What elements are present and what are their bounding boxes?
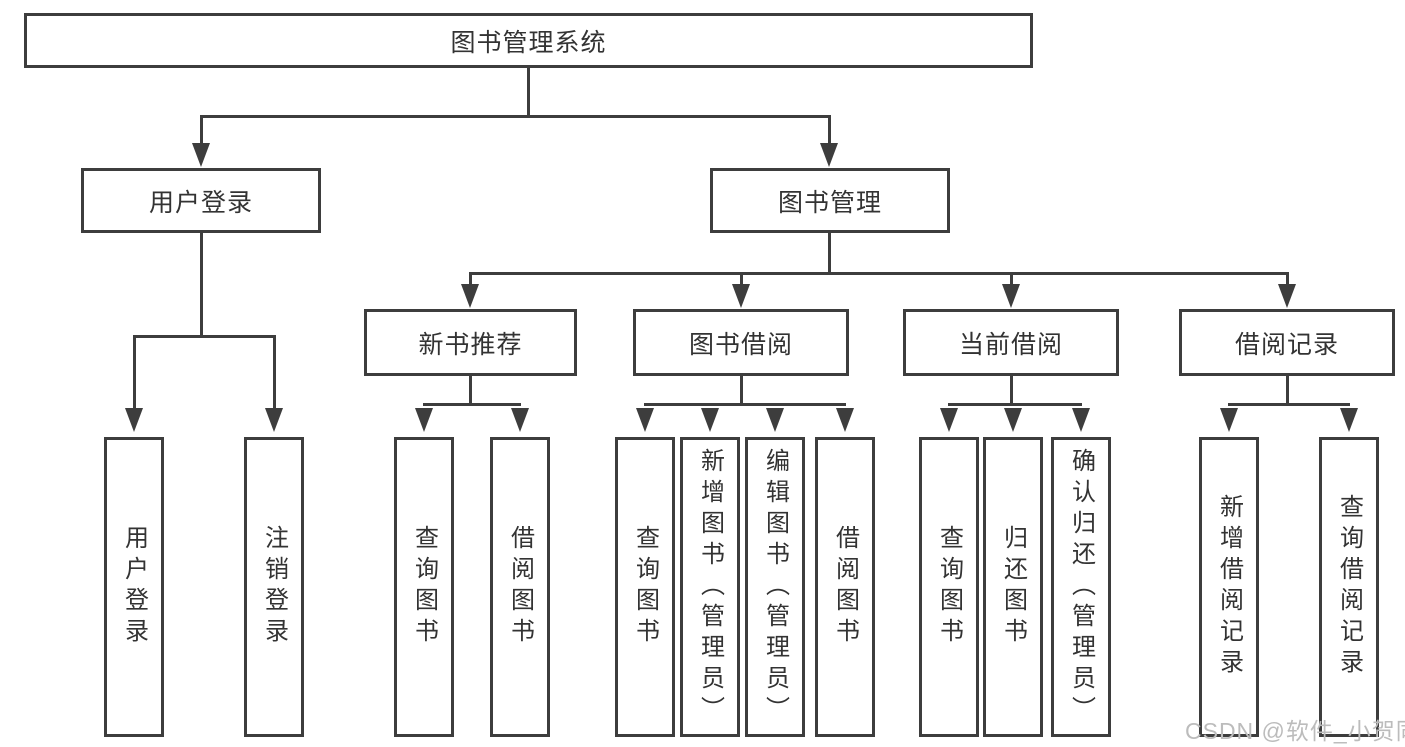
connector-line (469, 272, 472, 286)
node-label: 编辑图书（管理员） (761, 447, 789, 727)
arrow-down-icon (766, 408, 784, 432)
node-label: 注销登录 (260, 525, 288, 649)
node-book-management: 图书管理 (710, 168, 950, 233)
arrow-down-icon (265, 408, 283, 432)
connector-line (469, 272, 1289, 275)
node-label: 借阅图书 (831, 525, 859, 649)
arrow-down-icon (1278, 284, 1296, 308)
node-root-library-management-system: 图书管理系统 (24, 13, 1033, 68)
node-label: 查询图书 (631, 525, 659, 649)
connector-line (133, 335, 136, 409)
connector-line (644, 403, 846, 406)
node-label: 新增图书（管理员） (696, 447, 724, 727)
arrow-down-icon (1220, 408, 1238, 432)
arrow-down-icon (636, 408, 654, 432)
node-current-borrowing: 当前借阅 (903, 309, 1119, 376)
connector-line (527, 68, 530, 118)
node-leaf-edit-books-admin: 编辑图书（管理员） (745, 437, 805, 737)
arrow-down-icon (836, 408, 854, 432)
connector-line (828, 115, 831, 145)
node-book-borrowing: 图书借阅 (633, 309, 849, 376)
node-user-login: 用户登录 (81, 168, 321, 233)
arrow-down-icon (1002, 284, 1020, 308)
arrow-down-icon (732, 284, 750, 308)
arrow-down-icon (415, 408, 433, 432)
node-label: 借阅图书 (506, 525, 534, 649)
connector-line (1286, 376, 1289, 406)
arrow-down-icon (1340, 408, 1358, 432)
node-leaf-borrow-books-recommend: 借阅图书 (490, 437, 550, 737)
connector-line (948, 403, 1082, 406)
node-label: 新书推荐 (418, 330, 523, 359)
connector-line (740, 272, 743, 286)
node-leaf-borrow-books: 借阅图书 (815, 437, 875, 737)
node-label: 图书管理 (777, 188, 882, 217)
node-leaf-query-books-recommend: 查询图书 (394, 437, 454, 737)
node-label: 图书管理系统 (450, 28, 607, 57)
node-label: 用户登录 (120, 525, 148, 649)
node-label: 查询图书 (410, 525, 438, 649)
node-leaf-confirm-return-admin: 确认归还（管理员） (1051, 437, 1111, 737)
node-leaf-return-books: 归还图书 (983, 437, 1043, 737)
node-leaf-query-books-current: 查询图书 (919, 437, 979, 737)
connector-line (273, 335, 276, 409)
arrow-down-icon (125, 408, 143, 432)
arrow-down-icon (701, 408, 719, 432)
connector-line (1010, 376, 1013, 406)
connector-line (200, 115, 831, 118)
node-borrowing-records: 借阅记录 (1179, 309, 1395, 376)
node-label: 用户登录 (148, 188, 253, 217)
node-label: 确认归还（管理员） (1067, 447, 1095, 727)
node-label: 图书借阅 (688, 330, 793, 359)
arrow-down-icon (461, 284, 479, 308)
node-leaf-query-borrow-record: 查询借阅记录 (1319, 437, 1379, 737)
connector-line (828, 233, 831, 275)
connector-line (133, 335, 276, 338)
connector-line (423, 403, 521, 406)
connector-line (1010, 272, 1013, 286)
node-leaf-query-books-borrowing: 查询图书 (615, 437, 675, 737)
connector-line (200, 233, 203, 338)
connector-line (1286, 272, 1289, 286)
node-label: 新增借阅记录 (1215, 494, 1243, 680)
node-new-book-recommendation: 新书推荐 (364, 309, 577, 376)
node-label: 当前借阅 (958, 330, 1063, 359)
csdn-watermark: CSDN @软件_小贺同学 (1185, 718, 1405, 744)
node-leaf-add-borrow-record: 新增借阅记录 (1199, 437, 1259, 737)
node-label: 查询图书 (935, 525, 963, 649)
arrow-down-icon (511, 408, 529, 432)
arrow-down-icon (1004, 408, 1022, 432)
connector-line (1228, 403, 1350, 406)
node-leaf-user-login: 用户登录 (104, 437, 164, 737)
node-label: 借阅记录 (1234, 330, 1339, 359)
node-leaf-logout: 注销登录 (244, 437, 304, 737)
node-leaf-add-books-admin: 新增图书（管理员） (680, 437, 740, 737)
arrow-down-icon (820, 143, 838, 167)
arrow-down-icon (192, 143, 210, 167)
node-label: 归还图书 (999, 525, 1027, 649)
arrow-down-icon (940, 408, 958, 432)
arrow-down-icon (1072, 408, 1090, 432)
connector-line (740, 376, 743, 406)
connector-line (469, 376, 472, 406)
node-label: 查询借阅记录 (1335, 494, 1363, 680)
connector-line (200, 115, 203, 145)
